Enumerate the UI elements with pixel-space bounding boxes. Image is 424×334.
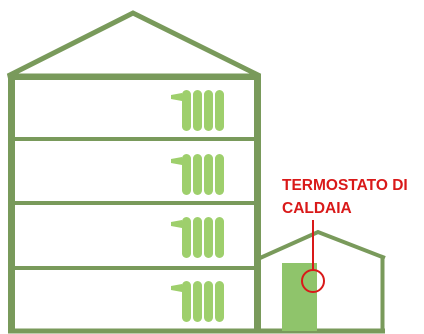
radiator-floor-1 [171, 281, 224, 322]
radiator-fin [215, 217, 224, 258]
radiator-floor-2 [171, 217, 224, 258]
radiator-fin [215, 90, 224, 131]
radiator-fin [182, 154, 191, 195]
radiator-fin [204, 217, 213, 258]
radiator-fin [182, 281, 191, 322]
radiator-fin [193, 154, 202, 195]
boiler-annex [258, 229, 386, 334]
radiator-fin [193, 281, 202, 322]
radiator-valve [171, 220, 182, 228]
radiator-fin [215, 281, 224, 322]
radiator-floor-4 [171, 90, 224, 131]
thermostat-marker-circle [301, 269, 325, 293]
radiator-fin [204, 154, 213, 195]
thermostat-callout: TERMOSTATO DI CALDAIA [282, 177, 408, 293]
radiator-fin [204, 281, 213, 322]
main-house-roof [6, 10, 262, 79]
annex-roof [259, 229, 386, 260]
radiator-valve [171, 93, 182, 101]
radiator-fin [193, 90, 202, 131]
radiator-floor-3 [171, 154, 224, 195]
radiator-fin [182, 90, 191, 131]
radiator-fin [215, 154, 224, 195]
thermostat-label-line1: TERMOSTATO DI [282, 177, 408, 194]
thermostat-label-line2: CALDAIA [282, 200, 352, 217]
radiator-fin [204, 90, 213, 131]
radiator-fin [182, 217, 191, 258]
radiator-fin [193, 217, 202, 258]
radiator-valve [171, 157, 182, 165]
main-house [6, 10, 262, 334]
radiator-valve [171, 284, 182, 292]
boiler [282, 263, 317, 331]
